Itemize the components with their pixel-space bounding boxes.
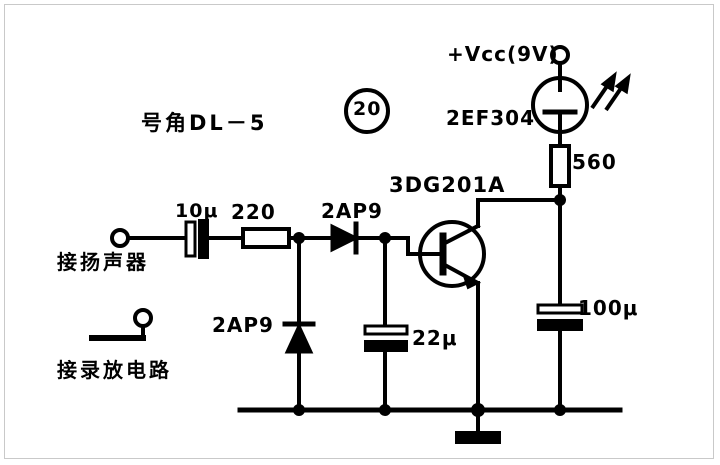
cap-10u-plate-left (184, 220, 197, 258)
recorder-input-terminal (133, 308, 153, 328)
label-diode-shunt: 2AP9 (212, 313, 274, 337)
label-figure-number: 20 (353, 98, 382, 120)
label-resistor-560: 560 (572, 150, 617, 174)
resistor-220-body (241, 227, 291, 249)
label-horn-speaker: 号角DL－5 (141, 111, 268, 135)
junction-dots (293, 194, 566, 417)
label-transistor-part-number: 3DG201A (389, 173, 506, 197)
label-diode-series: 2AP9 (321, 199, 383, 223)
figure-number-circle (344, 88, 390, 134)
label-led-part-number: 2EF304 (446, 106, 535, 130)
junction-collector-rail (554, 194, 566, 206)
cap-22u-plate-top (363, 324, 409, 336)
junction-ground-cap100 (554, 404, 566, 416)
diode-shunt-triangle (284, 322, 314, 354)
junction-ground-emitter (471, 403, 485, 417)
label-cap-10u: 10μ (175, 200, 219, 222)
transistor-collector-lead (440, 223, 481, 247)
label-resistor-220: 220 (231, 200, 276, 224)
label-speaker-input: 接扬声器 (57, 250, 149, 274)
led-light-ray-2-head (614, 73, 631, 95)
led-light-arrows (590, 71, 631, 112)
resistor-560-body (549, 144, 571, 188)
led-light-ray-1-head (600, 71, 617, 93)
junction-node-b (379, 232, 391, 244)
cap-100u-plate-top (536, 303, 584, 315)
transistor-emitter-arrow (462, 274, 481, 290)
junction-node-a (293, 232, 305, 244)
ground-symbol-bar (455, 431, 501, 444)
diode-series-triangle (330, 223, 360, 253)
label-cap-100u: 100μ (578, 296, 639, 320)
junction-ground-a (293, 404, 305, 416)
label-supply-voltage: +Vᴄᴄ(9V) (447, 42, 559, 66)
label-cap-22u: 22μ (412, 326, 458, 350)
speaker-input-terminal (110, 228, 130, 248)
label-recorder-input: 接录放电路 (57, 358, 172, 382)
junction-ground-b (379, 404, 391, 416)
